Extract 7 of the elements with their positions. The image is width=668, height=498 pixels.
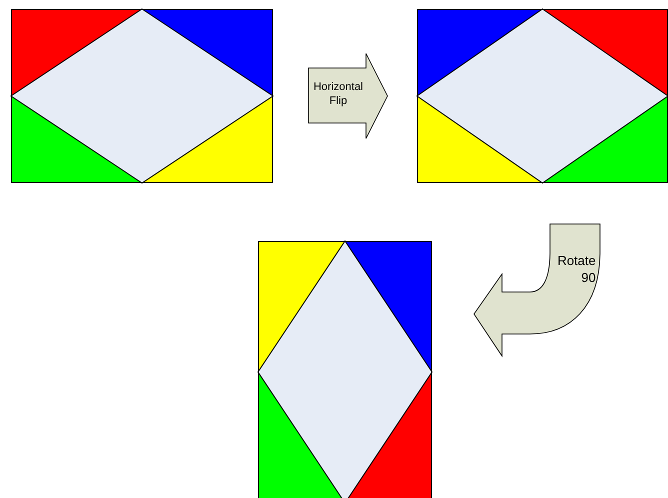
curved-arrow [473,224,600,356]
picture [258,241,432,498]
picture [417,9,668,183]
edge-label: Horizontal Flip [312,80,364,108]
picture [11,9,273,183]
edge-label: Rotate 90 [556,252,596,286]
block-arrow [308,53,388,139]
